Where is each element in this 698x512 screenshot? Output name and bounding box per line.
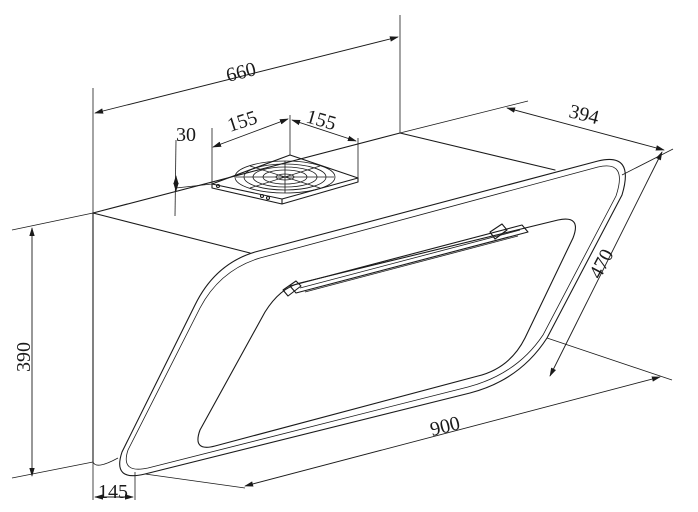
intake-slot bbox=[289, 224, 529, 294]
inner-panel-outline bbox=[197, 218, 576, 448]
dim-line-outlet-d bbox=[291, 119, 357, 142]
mount-hole-3 bbox=[265, 195, 271, 201]
dimension-lines bbox=[29, 36, 665, 500]
intake-slot-line bbox=[299, 229, 521, 289]
outlet-box bbox=[211, 154, 359, 205]
dim-label-outlet-h: 30 bbox=[176, 124, 196, 146]
slot-bracket-left bbox=[282, 280, 302, 297]
hood-side-face bbox=[92, 457, 119, 466]
glass-inner-edge bbox=[125, 165, 620, 470]
dim-label-outlet-d: 155 bbox=[304, 106, 339, 135]
dim-label-height: 390 bbox=[13, 342, 35, 372]
glass-panel bbox=[119, 159, 626, 477]
dim-label-outlet-w: 155 bbox=[225, 107, 260, 137]
dim-label-depth: 394 bbox=[567, 101, 601, 130]
dim-label-glass: 470 bbox=[585, 246, 619, 283]
extension-lines bbox=[11, 15, 674, 500]
dim-label-length: 900 bbox=[428, 412, 462, 441]
inner-panel bbox=[197, 218, 576, 448]
dim-line-length bbox=[244, 376, 661, 487]
outlet-sides bbox=[211, 177, 359, 205]
mount-hole-1 bbox=[215, 183, 221, 189]
dim-line-width bbox=[94, 36, 399, 114]
dim-line-glass bbox=[549, 151, 663, 377]
mount-hole-2 bbox=[259, 193, 265, 199]
slot-bracket-right bbox=[489, 223, 508, 240]
hood-body bbox=[92, 132, 556, 466]
dim-line-depth bbox=[506, 107, 665, 151]
dim-line-outlet-w bbox=[212, 118, 289, 148]
dimension-labels: 660 394 390 470 900 145 155 155 30 bbox=[13, 58, 618, 503]
dim-label-width: 660 bbox=[224, 58, 258, 87]
intake-slot-line-2 bbox=[304, 235, 519, 293]
fan-grille-spokes bbox=[236, 161, 334, 193]
dim-label-base: 145 bbox=[98, 481, 128, 503]
